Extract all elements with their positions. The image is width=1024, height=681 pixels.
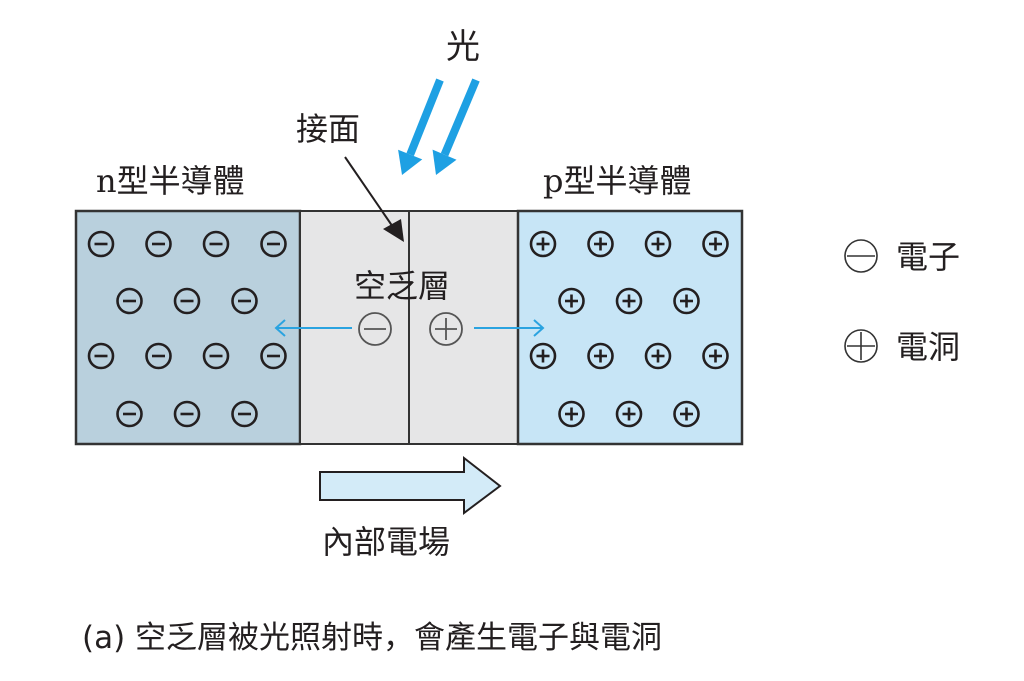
hole-symbol [702,342,729,370]
electron-symbol [231,400,258,428]
electron-symbol [260,230,287,258]
junction-label: 接面 [296,110,360,148]
hole-symbol [644,342,672,370]
hole-symbol [702,230,729,258]
electron-icon [844,239,878,273]
light-label: 光 [446,27,480,67]
electron-symbol [87,342,115,370]
electron-symbol [116,287,143,315]
electron-symbol [202,342,230,370]
depletion-layer-label: 空乏層 [354,267,450,305]
internal-field-label: 內部電場 [322,523,450,561]
n-type-label: n型半導體 [96,162,245,200]
electron-symbol [231,287,258,315]
carrier-drift-arrow [474,319,545,337]
light-ray-arrow [432,78,480,175]
internal-field-arrow [319,455,502,515]
hole-symbol [558,400,585,428]
electron-symbol [173,287,201,315]
hole-symbol [615,287,643,315]
electron-symbol [116,400,143,428]
hole-symbol [615,400,643,428]
hole-icon [844,329,878,363]
junction-pointer-arrowhead [383,219,404,242]
hole-symbol [644,230,672,258]
legend: 電子 電洞 [844,238,960,366]
electron-symbol [145,342,172,370]
hole-symbol [529,342,557,370]
p-type-label: p型半導體 [543,162,692,200]
generated-hole [429,312,463,346]
carrier-drift-arrow [274,319,352,337]
hole-symbol [673,400,700,428]
hole-symbol [587,230,614,258]
electron-symbol [145,230,172,258]
light-ray-arrow [398,78,444,175]
hole-symbol [558,287,585,315]
electron-symbol [260,342,287,370]
electron-symbol [202,230,230,258]
junction-pointer-line [344,156,396,231]
hole-symbol [673,287,700,315]
electron-symbol [173,400,201,428]
legend-electron-label: 電子 [896,238,960,276]
legend-hole-label: 電洞 [896,328,960,366]
hole-symbol [529,230,557,258]
generated-electron [358,312,392,346]
n-type-region [74,209,302,446]
figure-caption: (a) 空乏層被光照射時，會產生電子與電洞 [82,620,662,656]
electron-symbol [87,230,115,258]
hole-symbol [587,342,614,370]
